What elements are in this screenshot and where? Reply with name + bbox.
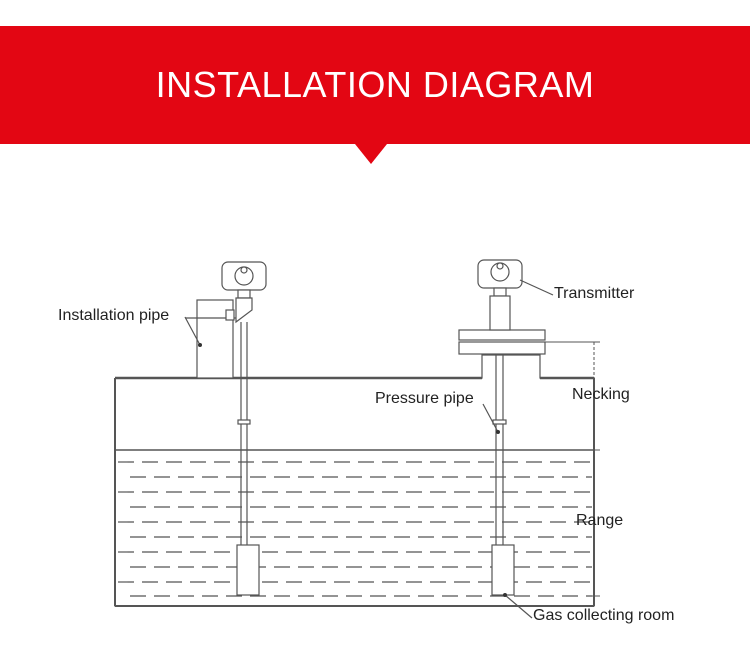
leader-gas-collecting-room (504, 594, 533, 619)
left-transmitter (221, 261, 267, 324)
page-title: INSTALLATION DIAGRAM (155, 64, 595, 105)
dimension-lines (545, 341, 600, 597)
necking-flange (458, 329, 546, 341)
label-necking: Necking (572, 386, 630, 403)
gas-collecting-room (491, 544, 515, 596)
tank-outline (114, 354, 595, 607)
right-transmitter (477, 259, 523, 331)
header-banner (0, 26, 750, 144)
leader-pressure-pipe (482, 403, 499, 433)
left-probe-end (236, 544, 260, 596)
label-pressure-pipe: Pressure pipe (375, 390, 474, 407)
header-notch (355, 144, 387, 164)
label-gas-collecting-room: Gas collecting room (533, 607, 674, 624)
label-range: Range (576, 512, 623, 529)
leader-installation-pipe (184, 316, 201, 346)
leader-transmitter (519, 279, 554, 296)
liquid-dashes (118, 461, 592, 597)
label-transmitter: Transmitter (554, 285, 635, 302)
label-installation-pipe: Installation pipe (58, 307, 169, 324)
